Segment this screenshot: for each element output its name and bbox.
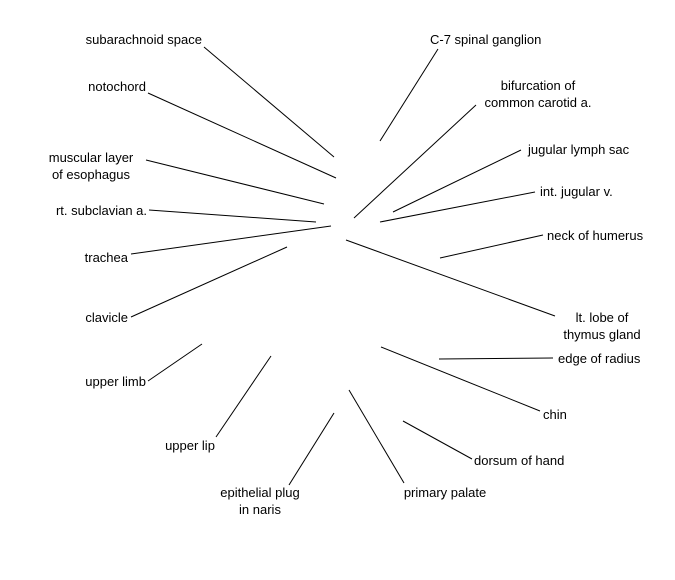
leader-edge-of-radius: [438, 357, 554, 360]
leader-c7-ganglion: [379, 48, 439, 142]
label-upper-limb: upper limb: [85, 374, 146, 389]
label-c7-ganglion: C-7 spinal ganglion: [430, 32, 542, 47]
label-chin: chin: [543, 407, 567, 422]
leader-chin: [380, 346, 541, 412]
leader-clavicle: [130, 246, 288, 318]
leader-epithelial-plug: [288, 412, 335, 486]
label-thymus: lt. lobe of thymus gland: [563, 310, 641, 342]
label-int-jugular: int. jugular v.: [540, 184, 613, 199]
leader-bifurcation: [353, 104, 477, 219]
leader-thymus: [345, 239, 556, 317]
label-primary-palate: primary palate: [403, 485, 487, 500]
leader-subarachnoid-space: [203, 46, 335, 158]
leader-jugular-lymph-sac: [392, 149, 522, 213]
label-bifurcation: bifurcation of common carotid a.: [484, 78, 592, 110]
leader-muscular-layer: [145, 159, 325, 205]
label-edge-of-radius: edge of radius: [558, 351, 641, 366]
label-upper-lip: upper lip: [165, 438, 215, 453]
label-subarachnoid-space: subarachnoid space: [85, 32, 202, 47]
leader-int-jugular: [379, 191, 536, 223]
label-rt-subclavian: rt. subclavian a.: [55, 203, 147, 218]
leader-upper-lip: [215, 355, 272, 438]
label-epithelial-plug: epithelial plug in naris: [220, 485, 300, 517]
label-clavicle: clavicle: [85, 310, 128, 325]
label-trachea: trachea: [84, 250, 128, 265]
label-jugular-lymph-sac: jugular lymph sac: [528, 142, 630, 157]
label-notochord: notochord: [88, 79, 146, 94]
leader-primary-palate: [348, 389, 405, 484]
leader-upper-limb: [147, 343, 203, 382]
leader-dorsum-of-hand: [402, 420, 473, 460]
label-dorsum-of-hand: dorsum of hand: [474, 453, 565, 468]
leader-rt-subclavian: [148, 209, 317, 223]
leader-neck-of-humerus: [439, 234, 544, 259]
leader-notochord: [147, 92, 337, 179]
label-neck-of-humerus: neck of humerus: [547, 228, 644, 243]
leader-trachea: [130, 225, 332, 255]
label-muscular-layer: muscular layer of esophagus: [48, 150, 134, 182]
